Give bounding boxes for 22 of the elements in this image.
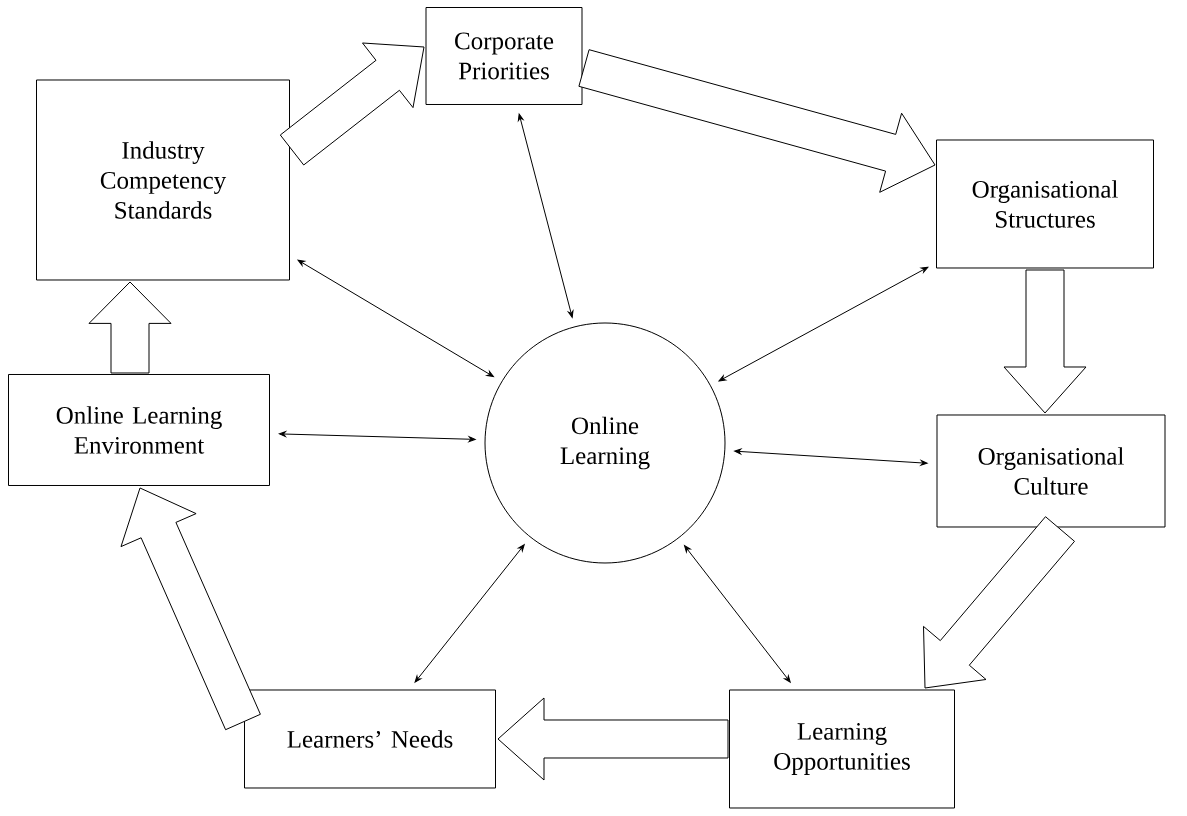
text-box: Learners’ Needs <box>244 689 496 789</box>
double-arrow <box>278 431 476 443</box>
text-box: Online Learning Environment <box>8 374 270 486</box>
double-arrow <box>734 448 928 466</box>
block-arrow <box>88 281 172 374</box>
circle-node: Online Learning <box>484 322 726 564</box>
double-arrow <box>297 259 494 378</box>
block-arrow <box>1003 269 1087 414</box>
double-arrow <box>414 544 525 683</box>
text-box: Organisational Culture <box>936 414 1166 528</box>
block-arrow <box>923 516 1075 689</box>
double-arrow <box>517 113 574 318</box>
text-box: Corporate Priorities <box>425 7 583 105</box>
double-arrow <box>718 266 929 382</box>
block-arrow <box>578 49 936 193</box>
block-arrow <box>279 42 425 166</box>
block-arrow <box>120 487 261 731</box>
text-box: Industry Competency Standards <box>36 79 290 281</box>
text-box: Learning Opportunities <box>729 689 955 809</box>
block-arrow <box>497 697 729 781</box>
text-box: Organisational Structures <box>936 139 1154 269</box>
double-arrow <box>684 545 791 683</box>
